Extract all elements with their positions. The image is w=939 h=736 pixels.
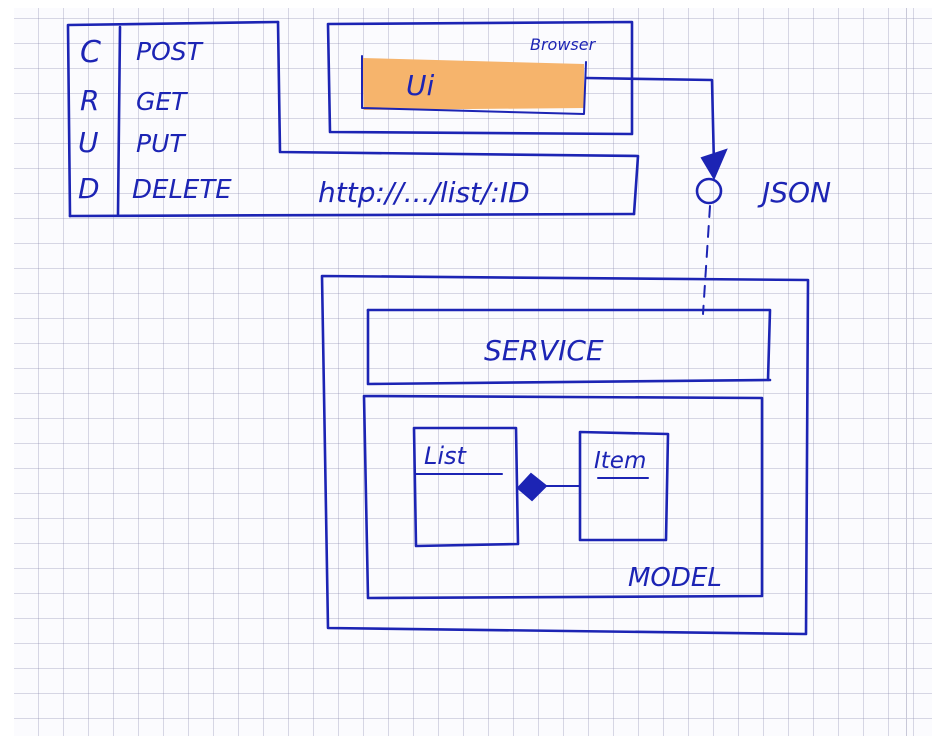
dashed-dependency-line: [702, 205, 711, 315]
crud-method-get: GET: [136, 87, 188, 116]
json-connector: JSON: [584, 76, 831, 315]
crud-table-bottom-border: [68, 212, 636, 218]
crud-table-left-border: [66, 24, 72, 218]
backend-container: SERVICE MODEL List Item: [320, 274, 810, 636]
item-class-label: Item: [594, 448, 646, 474]
crud-table-right-border: [276, 20, 640, 216]
url-pattern: http://.../list/:ID: [318, 176, 530, 209]
item-class-box: [578, 430, 670, 542]
list-class-box: [412, 426, 520, 548]
model-label: MODEL: [628, 563, 722, 593]
crud-method-delete: DELETE: [132, 175, 232, 205]
crud-table: C R U D POST GET PUT DELETE http://.../l…: [66, 20, 640, 218]
json-interface-circle: [695, 177, 723, 205]
service-top-edge: [366, 308, 772, 382]
list-class-label: List: [424, 442, 468, 470]
ui-component-outline: [361, 55, 587, 115]
ui-component-fill: [362, 58, 584, 110]
browser-frame: [326, 20, 634, 136]
paper-edge: [906, 8, 907, 736]
crud-letter-u: U: [78, 126, 99, 159]
model-frame: [362, 394, 764, 600]
json-label: JSON: [757, 176, 831, 209]
browser-label: Browser: [530, 35, 597, 54]
composition-diamond: [516, 472, 548, 502]
crud-letter-d: D: [78, 172, 100, 205]
crud-method-put: PUT: [136, 129, 186, 158]
crud-method-post: POST: [136, 37, 204, 66]
service-label: SERVICE: [484, 334, 604, 367]
crud-table-divider: [116, 25, 122, 216]
connector-arrowhead: [700, 148, 728, 181]
backend-frame: [320, 274, 810, 636]
grid-paper: [14, 8, 932, 736]
service-bottom-edge: [366, 308, 772, 386]
ui-component-label: Ui: [406, 69, 434, 102]
connector-line: [584, 76, 716, 168]
browser-box: Browser Ui: [326, 20, 634, 136]
crud-table-top-border: [66, 20, 280, 27]
crud-letter-c: C: [80, 35, 101, 70]
crud-letter-r: R: [80, 84, 99, 117]
